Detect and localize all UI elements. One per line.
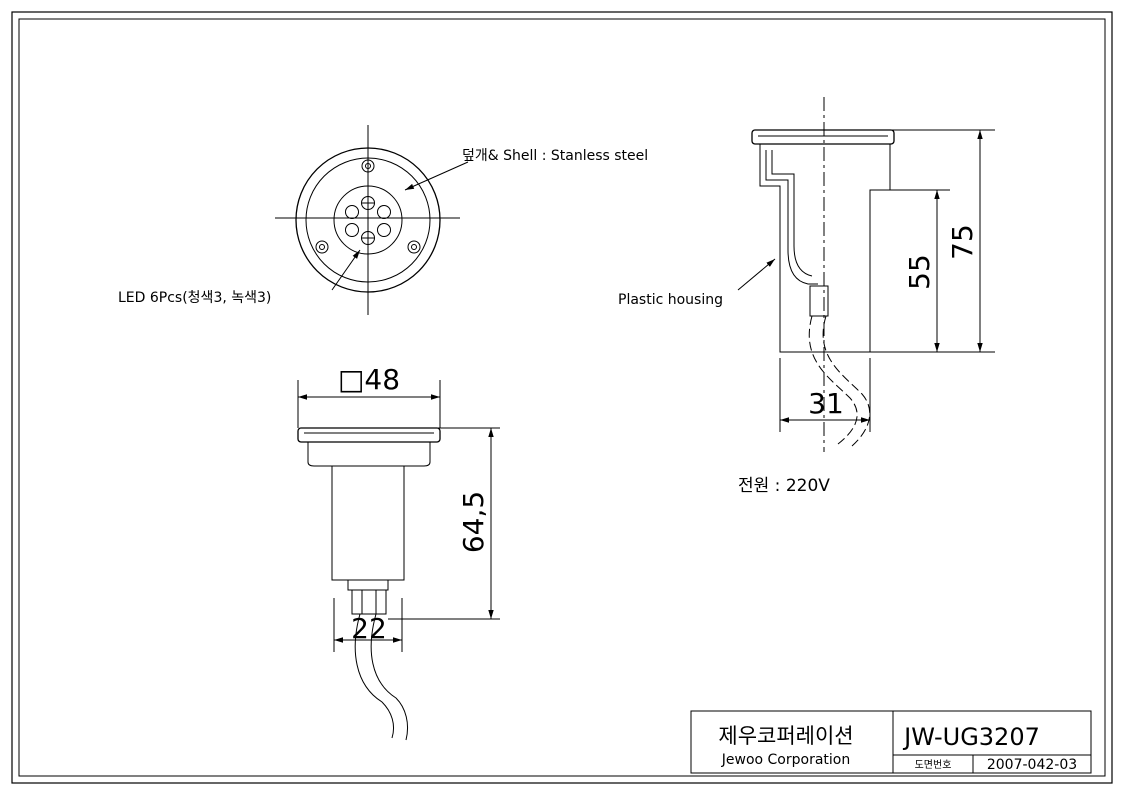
- company-name-en: Jewoo Corporation: [721, 752, 850, 768]
- title-block: [690, 710, 1092, 774]
- shell-callout: 덮개& Shell : Stanless steel: [462, 148, 648, 164]
- top-view: [275, 125, 469, 315]
- power-callout: 전원 : 220V: [738, 476, 830, 496]
- front-view: [297, 380, 500, 741]
- housing-callout: Plastic housing: [618, 292, 723, 308]
- dim-height-total: 75: [946, 224, 979, 260]
- dim-height-front: 64,5: [457, 491, 490, 553]
- drawing-no-label: 도면번호: [915, 759, 952, 771]
- dim-diameter: 31: [808, 387, 844, 420]
- drawing-number: 2007-042-03: [987, 757, 1077, 773]
- company-name-ko: 제우코퍼레이션: [718, 724, 853, 748]
- model-number: JW-UG3207: [902, 723, 1040, 751]
- outer-border: [11, 11, 1113, 784]
- dim-width-square: □48: [338, 363, 400, 396]
- led-callout: LED 6Pcs(청색3, 녹색3): [118, 290, 271, 306]
- inner-border: [18, 18, 1106, 777]
- side-view: [737, 97, 995, 452]
- dim-height-body: 55: [903, 254, 936, 290]
- dim-nut: 22: [351, 612, 387, 645]
